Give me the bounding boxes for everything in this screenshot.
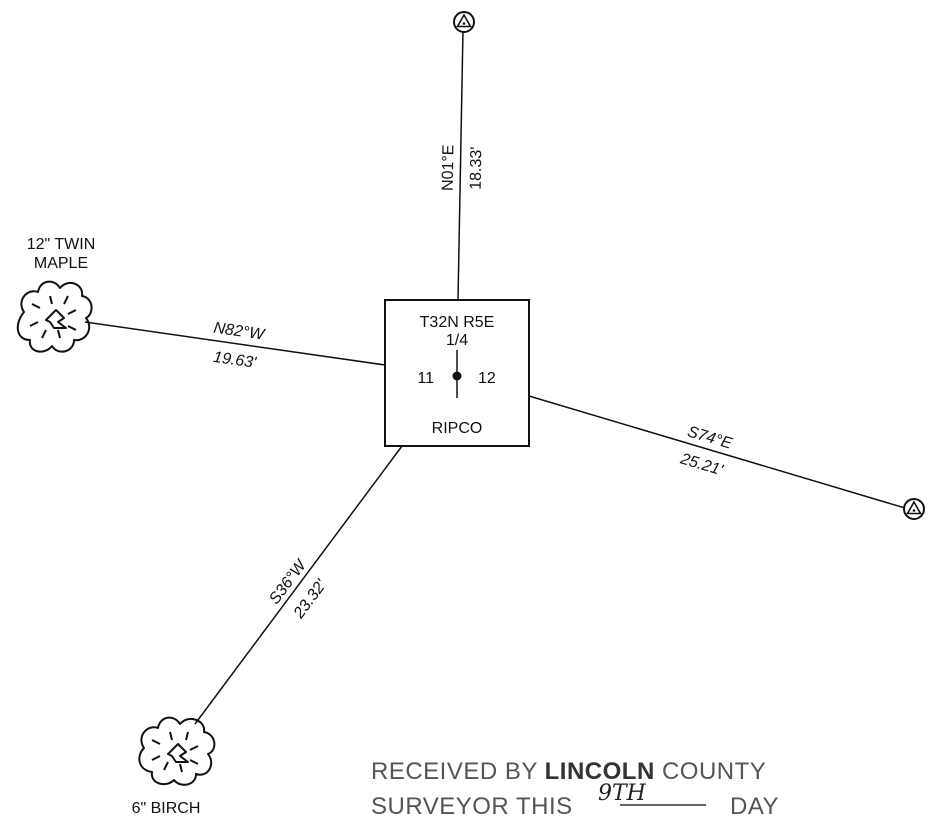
distance-west-label: 19.63' (212, 349, 258, 372)
section-right-label: 12 (478, 370, 496, 387)
line-north (457, 29, 464, 301)
bearing-west-label: N82°W (212, 320, 267, 344)
corner-point-icon (452, 371, 462, 381)
tree-maple-label-line1: 12" TWIN (27, 236, 96, 253)
section-left-label: 11 (417, 370, 434, 387)
stamp-line2-right: DAY (730, 793, 779, 817)
control-point-east-icon (903, 498, 925, 520)
tree-maple-icon (16, 280, 93, 353)
line-east (528, 395, 906, 509)
tree-birch-icon (138, 716, 216, 786)
township-range-label: T32N R5E (420, 314, 495, 331)
tree-birch-label: 6" BIRCH (132, 800, 201, 817)
bearing-north-label: N01°E (440, 144, 458, 191)
distance-east-label: 25.21' (678, 450, 726, 479)
control-point-north-icon (453, 11, 475, 33)
quarter-label: 1/4 (446, 332, 468, 349)
distance-north-label: 18.33' (468, 147, 486, 190)
corner-name-label: RIPCO (432, 420, 483, 437)
stamp-line1: RECEIVED BY LINCOLN COUNTY (371, 758, 766, 785)
stamp-line2-left: SURVEYOR THIS (371, 793, 573, 817)
line-southwest (194, 445, 403, 725)
line-west (84, 321, 386, 366)
stamp-handwritten-day: 9TH (598, 781, 647, 806)
tree-maple-label-line2: MAPLE (34, 255, 88, 272)
bearing-east-label: S74°E (685, 423, 734, 452)
section-corner-box: T32N R5E 1/4 11 12 RIPCO (384, 299, 530, 447)
